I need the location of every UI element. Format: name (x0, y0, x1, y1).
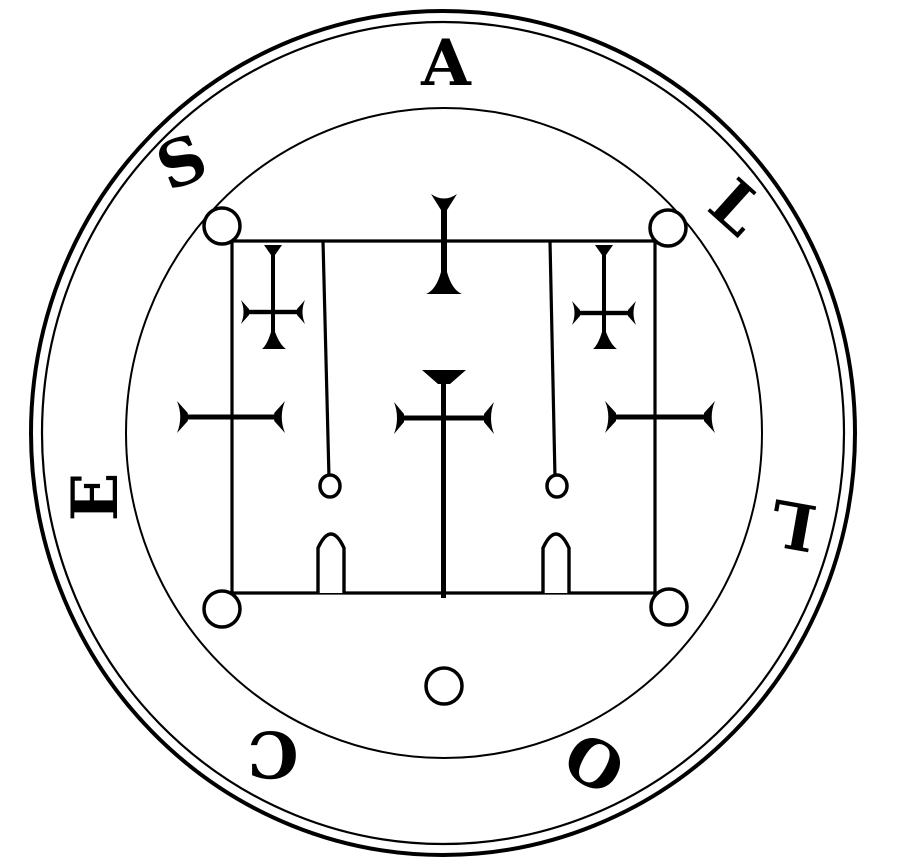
small-cross-right (572, 245, 636, 349)
ring-letter-1: A (420, 26, 472, 101)
arch-right (541, 532, 571, 593)
corner-node-top-left (202, 206, 242, 246)
small-cross-left (241, 245, 305, 349)
ring-letter-6: E (58, 473, 133, 522)
side-cross-right (605, 401, 715, 433)
top-cross (426, 194, 462, 294)
corner-node-bottom-right (649, 587, 689, 627)
ring-letter-7: S (146, 120, 217, 207)
stem-left (318, 240, 342, 499)
arch-left (316, 532, 346, 593)
ring-letter-4: O (552, 715, 638, 808)
stem-right (545, 240, 569, 499)
inner-ring (125, 107, 763, 759)
center-cross (394, 370, 494, 706)
ring-letter-2: L (695, 165, 779, 251)
corner-node-top-right (648, 208, 688, 248)
ring-letter-3: L (765, 483, 822, 565)
ring-letter-5: C (248, 716, 299, 791)
corner-node-bottom-left (202, 589, 242, 629)
outer-ring (29, 9, 857, 857)
